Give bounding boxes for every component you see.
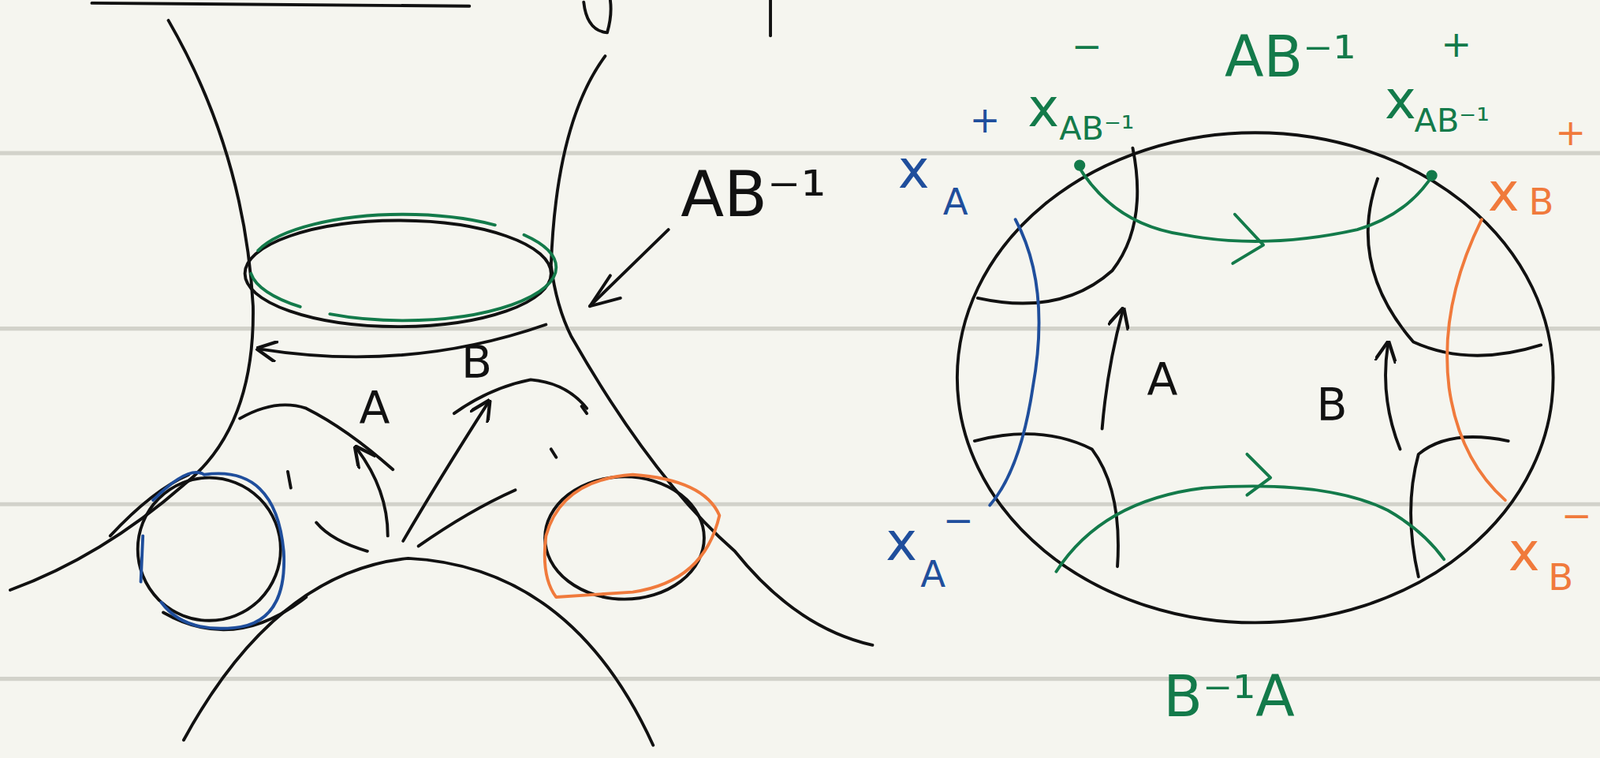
math-label: AB⁻¹ xyxy=(1222,28,1358,86)
orange-arc xyxy=(1447,219,1506,500)
math-label: B xyxy=(1546,559,1576,597)
math-label: x xyxy=(895,142,932,196)
math-label: − xyxy=(1558,498,1594,536)
loop-label: A xyxy=(357,385,392,431)
boundary-label: AB⁻¹ xyxy=(678,163,829,227)
pair-of-pants xyxy=(10,0,873,746)
math-label: x xyxy=(883,515,920,569)
green-arcs xyxy=(1055,160,1444,571)
math-label: x xyxy=(1025,82,1062,135)
math-label: x xyxy=(1383,73,1419,127)
math-label: B xyxy=(1314,382,1350,428)
blue-arc xyxy=(989,219,1039,505)
math-label: B⁻¹A xyxy=(1161,668,1298,726)
math-label: x xyxy=(1485,165,1522,219)
math-label: + xyxy=(967,101,1003,139)
math-label: − xyxy=(1069,28,1104,66)
loop-label: B xyxy=(458,339,494,385)
ruling-lines xyxy=(0,152,1600,679)
math-label: x xyxy=(1506,525,1542,579)
math-label: AB⁻¹ xyxy=(1057,111,1137,145)
math-label: A xyxy=(918,555,948,594)
math-label: AB⁻¹ xyxy=(1412,104,1492,137)
orange-curve xyxy=(544,474,720,597)
math-label: A xyxy=(1144,357,1180,403)
hexagon-disk xyxy=(957,132,1554,623)
math-label: B xyxy=(1526,183,1556,221)
green-curve xyxy=(249,214,556,321)
blue-curve xyxy=(141,472,285,629)
math-label: + xyxy=(1553,114,1589,152)
math-label: − xyxy=(940,502,976,540)
math-label: + xyxy=(1439,26,1474,64)
math-label: A xyxy=(940,183,970,221)
